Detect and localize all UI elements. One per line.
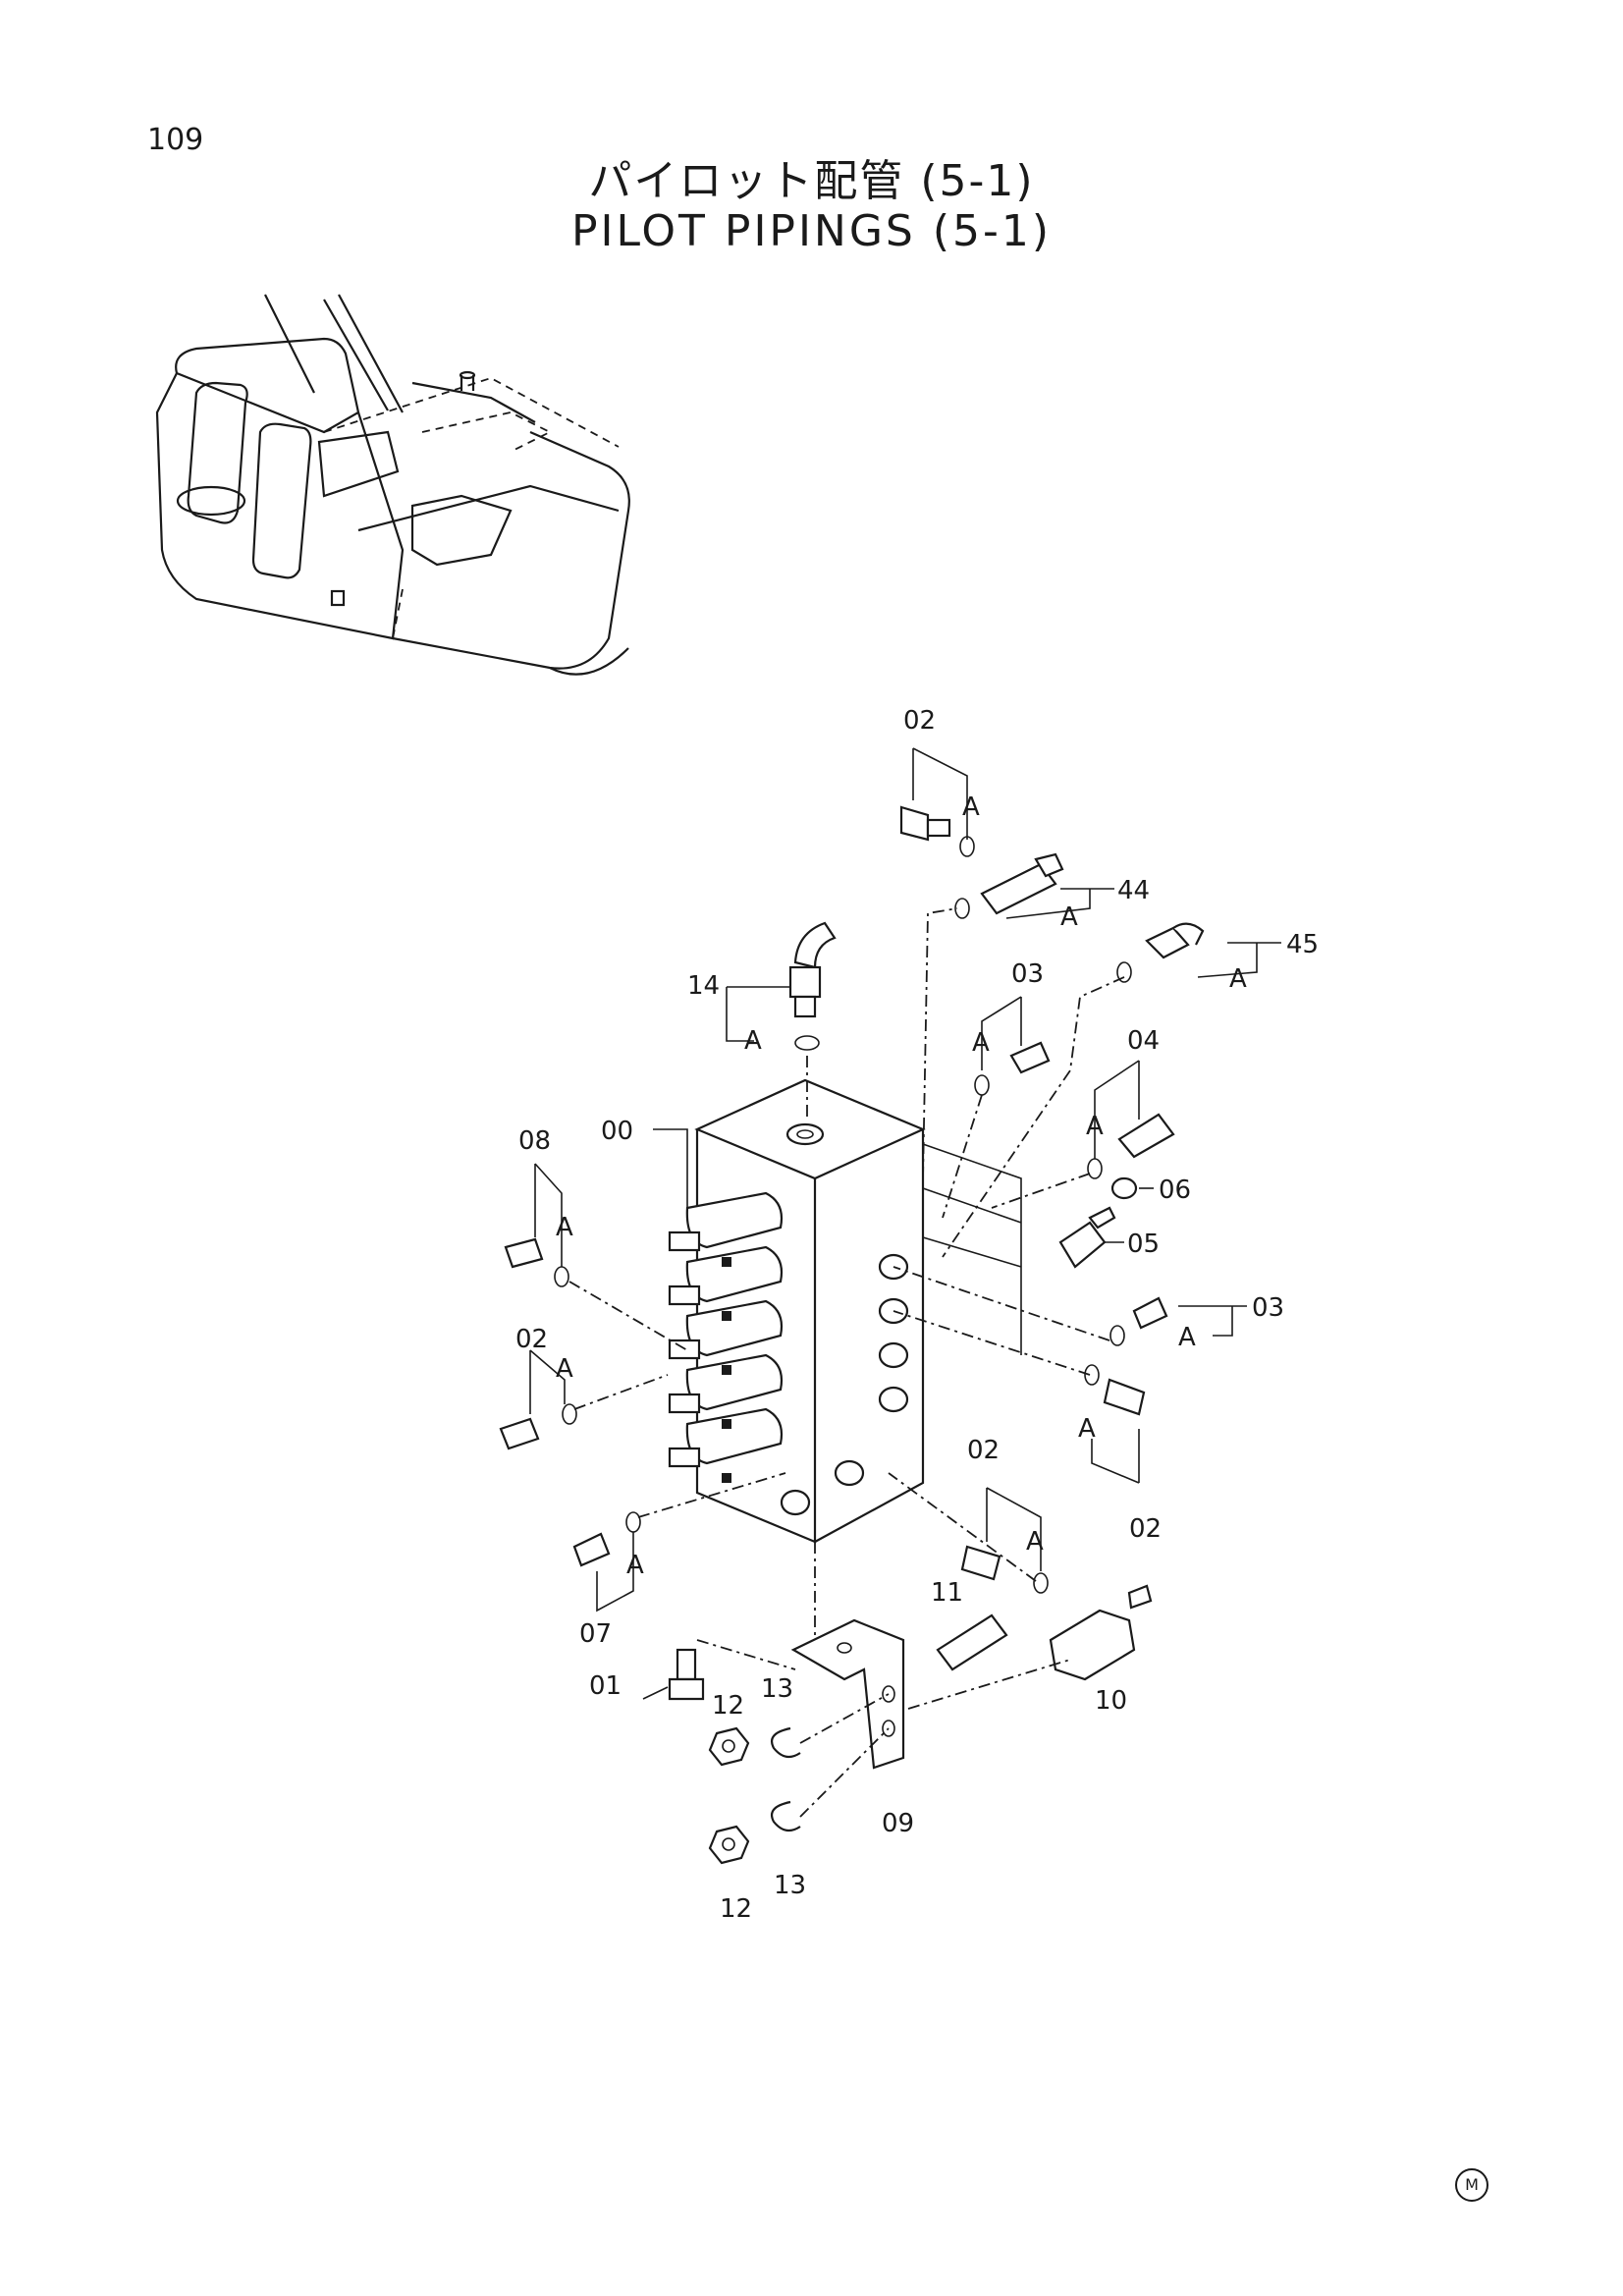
callout-06: 06 [1159, 1175, 1191, 1205]
valve-block [668, 1078, 1022, 1544]
callout-13: 13 [761, 1674, 793, 1704]
callout-03: 03 [1011, 959, 1044, 989]
callout-13: 13 [774, 1871, 806, 1900]
callout-a: A [1229, 964, 1247, 994]
leader-lines [568, 907, 1125, 1818]
callout-14: 14 [687, 971, 720, 1001]
callout-a: A [1060, 902, 1078, 932]
block-ports [780, 1253, 909, 1516]
callout-12: 12 [720, 1894, 752, 1924]
callout-45: 45 [1286, 930, 1319, 959]
callout-a: A [1178, 1323, 1196, 1352]
callout-labels: 02 A 44 A 45 A 14 A 03 A 04 A 06 05 08 A… [515, 706, 1319, 1924]
callout-02: 02 [1129, 1514, 1162, 1544]
callout-44: 44 [1117, 876, 1150, 905]
callout-a: A [556, 1354, 573, 1384]
callout-11: 11 [931, 1578, 963, 1608]
callout-a: A [556, 1213, 573, 1242]
callout-02: 02 [903, 706, 936, 736]
solenoid-stack [668, 1191, 784, 1483]
callout-03: 03 [1252, 1293, 1284, 1323]
callout-12: 12 [712, 1691, 744, 1721]
callout-00: 00 [601, 1117, 633, 1146]
callout-a: A [972, 1028, 990, 1058]
callout-08: 08 [518, 1126, 551, 1156]
callout-05: 05 [1127, 1230, 1160, 1259]
excavator-location-illustration [155, 294, 630, 676]
callout-a: A [744, 1026, 762, 1056]
callout-brackets [529, 747, 1281, 1700]
mark-symbol: M [1455, 2168, 1488, 2202]
callout-02: 02 [515, 1325, 548, 1354]
callout-10: 10 [1095, 1686, 1127, 1716]
callout-a: A [1086, 1112, 1104, 1141]
callout-a: A [962, 793, 980, 822]
callout-a: A [1026, 1527, 1044, 1557]
callout-a: A [626, 1551, 644, 1580]
fittings [499, 805, 1205, 1865]
page-title-english: PILOT PIPINGS (5-1) [570, 206, 1053, 256]
callout-09: 09 [882, 1809, 914, 1838]
callout-02: 02 [967, 1436, 1000, 1465]
callout-04: 04 [1127, 1026, 1160, 1056]
callout-a: A [1078, 1414, 1096, 1444]
callout-01: 01 [589, 1671, 622, 1701]
page-title-japanese: パイロット配管 (5-1) [588, 156, 1035, 206]
page-number: 109 [147, 123, 204, 157]
callout-07: 07 [579, 1619, 612, 1649]
